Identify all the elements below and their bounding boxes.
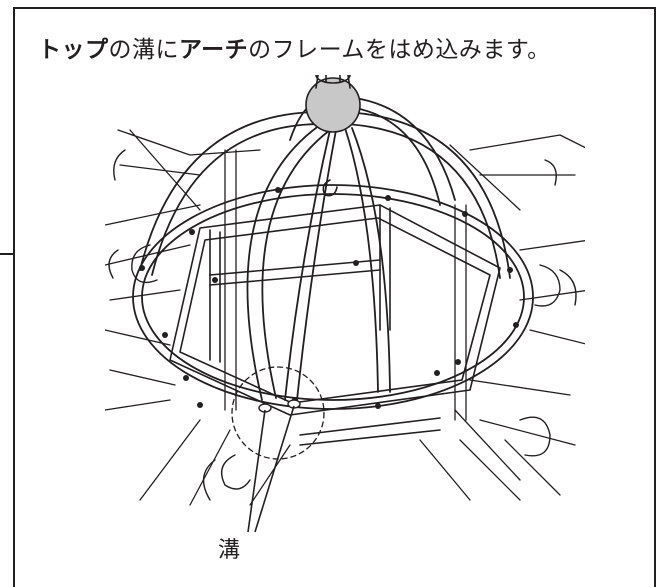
outer-lattice — [105, 129, 585, 506]
instruction-text: トップの溝にアーチのフレームをはめ込みます。 — [38, 30, 551, 64]
diagram-frame — [13, 7, 656, 587]
term-arch: アーチ — [179, 37, 249, 63]
margin-tick — [0, 253, 13, 255]
groove-leader-lines — [247, 405, 295, 533]
bolts — [139, 187, 519, 409]
top-hub — [305, 75, 361, 197]
term-top: トップ — [38, 37, 109, 63]
groove-label: 溝 — [218, 538, 241, 563]
scroll-hooks — [108, 149, 577, 501]
inner-frame — [169, 204, 501, 446]
instruction-segment: のフレームをはめ込みます。 — [248, 37, 551, 63]
arch-frames — [139, 94, 511, 401]
instruction-segment: の溝に — [108, 37, 179, 63]
